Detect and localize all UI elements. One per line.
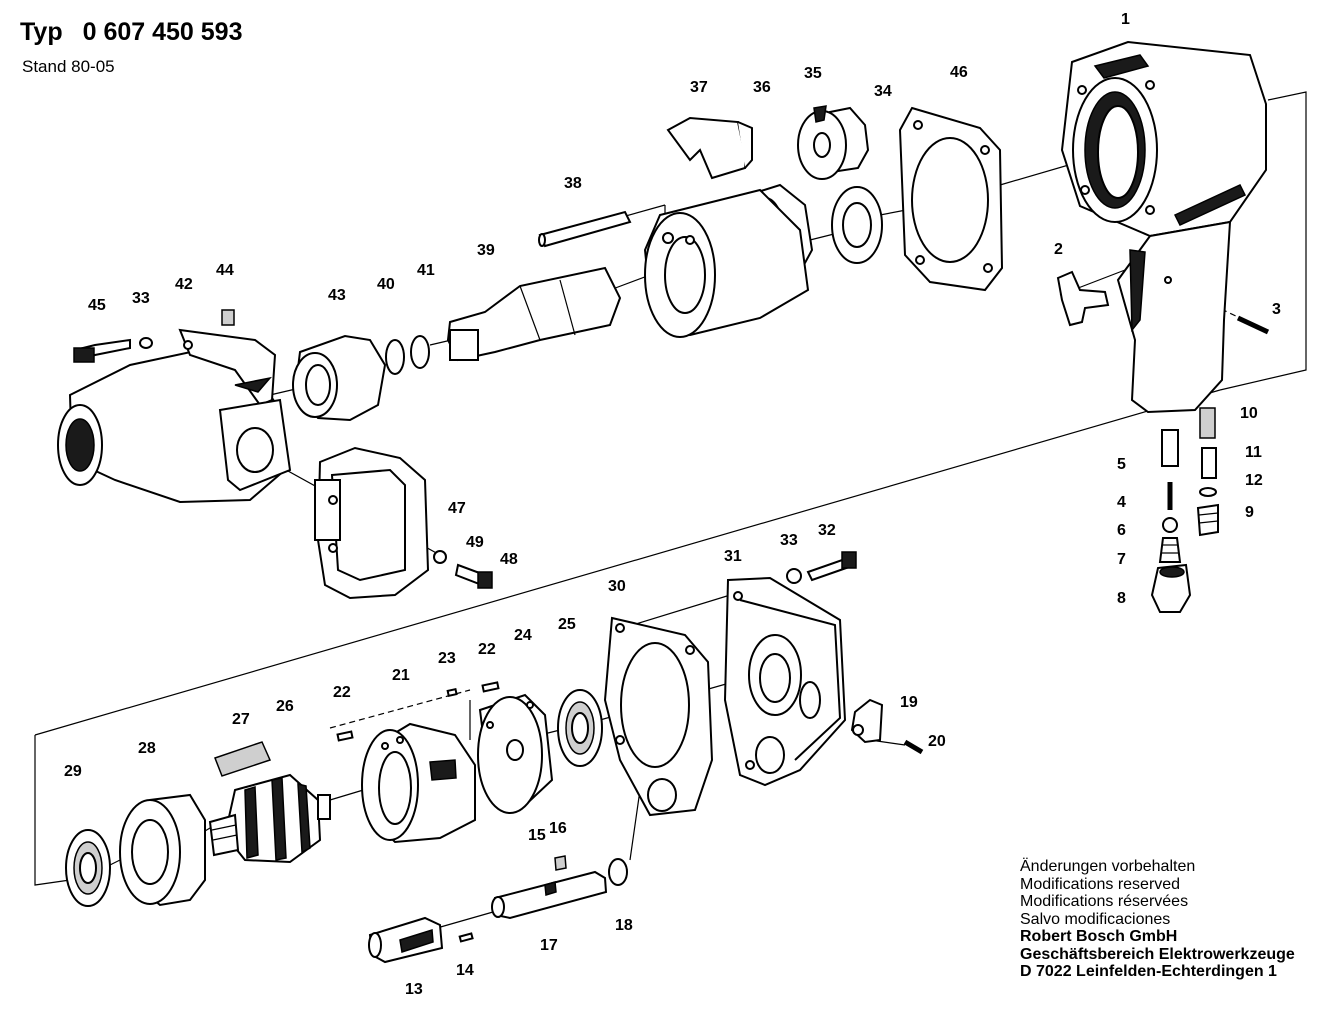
part-label: 8 [1117,590,1126,607]
part-label: 28 [138,740,156,757]
company-division: Geschäftsbereich Elektrowerkzeuge [1020,945,1295,963]
part-label: 16 [549,820,567,837]
part-label: 27 [232,711,250,728]
part-label: 23 [438,650,456,667]
part-label: 22 [478,641,496,658]
part-27-vane [214,741,272,777]
part-label: 37 [690,79,708,96]
part-26-rotor [208,773,331,864]
part-label: 21 [392,667,410,684]
part-label: 12 [1245,472,1263,489]
part-31-cover [723,576,847,787]
part-37-hammer [666,116,753,180]
part-label: 46 [950,64,968,81]
part-label: 31 [724,548,742,565]
part-label: 48 [500,551,518,568]
type-label: Typ [20,18,63,46]
part-19 [850,698,884,744]
part-label: 7 [1117,551,1126,568]
part-label: 43 [328,287,346,304]
part-label: 13 [405,981,423,998]
part-label: 39 [477,242,495,259]
part-label: 33 [132,290,150,307]
note-es: Salvo modificaciones [1020,910,1171,928]
part-label: 15 [528,827,546,844]
part-25-bearing [557,689,603,767]
part-1-housing [1060,40,1267,414]
part-label: 26 [276,698,294,715]
part-label: 20 [928,733,946,750]
part-label: 30 [608,578,626,595]
part-label: 41 [417,262,435,279]
valve-parts [1150,407,1219,613]
part-21-cylinder [361,722,476,844]
part-43-bushing [292,334,387,422]
part-40-41-rings [385,335,430,375]
part-30-gasket [603,616,714,817]
part-39-anvil [446,266,622,362]
part-labels: 1 2 3 4 5 6 7 8 9 10 11 12 13 14 15 16 1… [64,11,1281,998]
part-22-23-pins [336,681,500,742]
part-label: 6 [1117,522,1126,539]
part-label: 17 [540,937,558,954]
part-13-18-throttle [368,855,628,964]
part-label: 14 [456,962,474,979]
type-number: 0 607 450 593 [82,18,243,46]
part-label: 5 [1117,456,1126,473]
part-38-pin [538,210,632,248]
company-address: D 7022 Leinfelden-Echterdingen 1 [1020,963,1277,980]
part-label: 38 [564,175,582,192]
part-28-front-plate [119,793,206,907]
part-label: 18 [615,917,633,934]
company-name: Robert Bosch GmbH [1020,928,1178,945]
part-label: 2 [1054,241,1063,258]
part-label: 4 [1117,494,1126,511]
part-20-pin [903,739,924,755]
part-hammer-body [643,188,810,338]
part-29-bearing [65,829,111,907]
part-3-pin [1236,315,1270,335]
type-header: Typ 0 607 450 593 [20,18,262,47]
part-label: 44 [216,262,234,279]
part-label: 33 [780,532,798,549]
part-label: 36 [753,79,771,96]
part-label: 34 [874,83,892,100]
part-label: 40 [377,276,395,293]
part-35-cam [797,105,870,180]
part-label: 3 [1272,301,1281,318]
part-46-gasket [898,106,1004,292]
part-label: 1 [1121,11,1130,28]
part-label: 29 [64,763,82,780]
part-34-ring [831,186,883,264]
part-47-boot [314,446,430,600]
part-24-end-plate [477,693,554,814]
part-label: 11 [1245,444,1262,461]
part-label: 45 [88,297,106,314]
part-label: 42 [175,276,193,293]
part-2-trigger [1056,270,1110,327]
notes-block: Änderungen vorbehalten Modifications res… [1020,858,1295,981]
part-label: 9 [1245,504,1254,521]
note-en: Modifications reserved [1020,875,1181,893]
part-32-33 [786,551,857,584]
part-label: 19 [900,694,918,711]
stand-date: Stand 80-05 [22,57,115,76]
part-label: 32 [818,522,836,539]
part-label: 49 [466,534,484,551]
part-48-49 [433,550,493,589]
part-label: 25 [558,616,576,633]
part-label: 22 [333,684,351,701]
part-label: 47 [448,500,466,517]
part-label: 10 [1240,405,1258,422]
note-de: Änderungen vorbehalten [1020,858,1196,875]
part-label: 24 [514,627,532,644]
part-42-head-housing [57,328,292,504]
note-fr: Modifications réservées [1020,893,1189,910]
part-label: 35 [804,65,822,82]
part-44-45-screws [73,309,235,363]
